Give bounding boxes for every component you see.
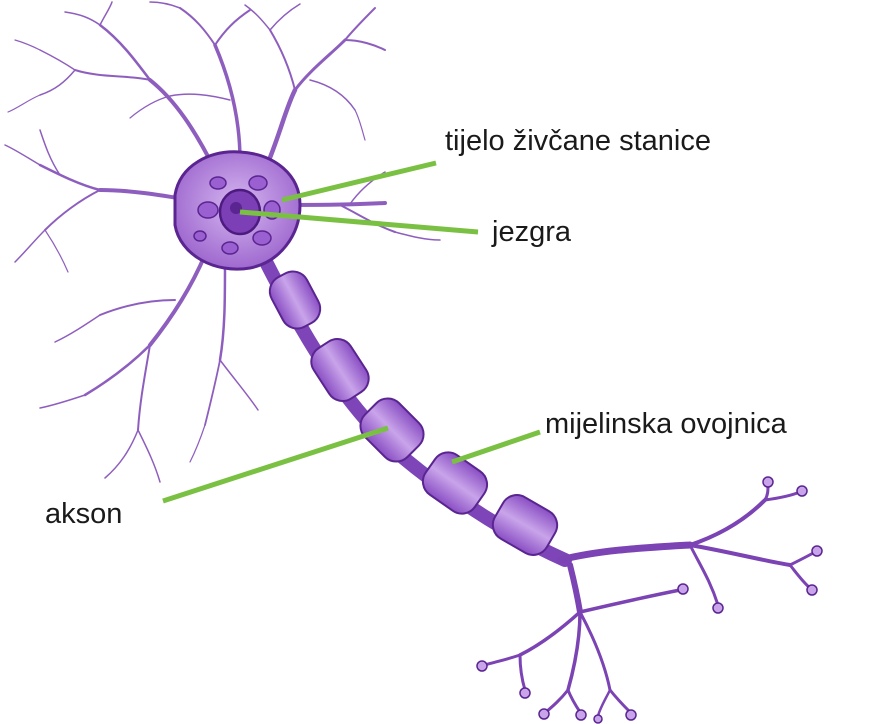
leader-line-nucleus — [239, 209, 479, 235]
myelin-segments — [268, 270, 559, 556]
label-myelin-sheath: mijelinska ovojnica — [545, 408, 787, 440]
dendrites — [4, 1, 441, 483]
label-cell-body: tijelo živčane stanice — [445, 125, 711, 157]
label-axon: akson — [45, 498, 123, 530]
organelles — [193, 175, 281, 255]
terminal-boutons — [476, 476, 823, 724]
leader-line-cell-body — [281, 160, 437, 203]
leader-line-myelin — [451, 429, 541, 465]
nucleolus — [230, 202, 242, 214]
label-nucleus: jezgra — [492, 216, 571, 248]
leader-line-axon — [162, 425, 389, 504]
leader-lines — [162, 160, 541, 504]
